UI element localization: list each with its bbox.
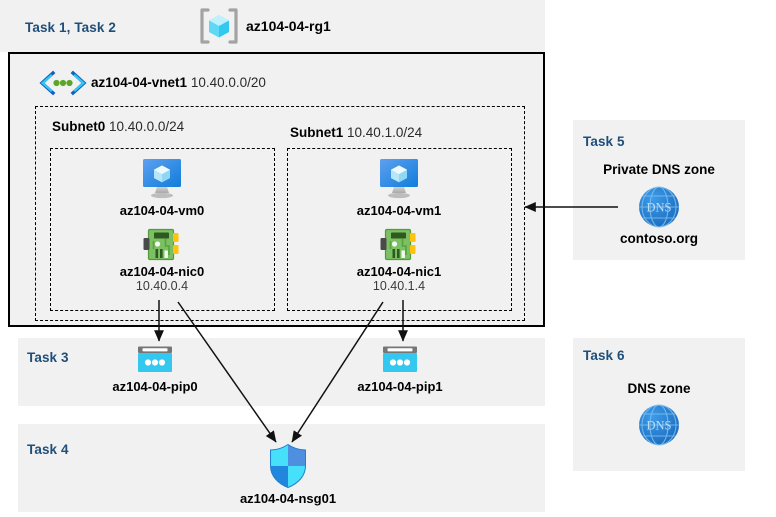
- nic1-name: az104-04-nic1: [356, 264, 442, 279]
- svg-text:DNS: DNS: [646, 201, 671, 215]
- subnet1-cidr: 10.40.1.0/24: [347, 125, 423, 140]
- subnets-group-box: [35, 106, 525, 321]
- virtual-machine-icon: [138, 157, 186, 201]
- network-interface-icon: [142, 228, 182, 262]
- public-ip-address-icon: [380, 344, 420, 377]
- node-private-dns-zone: DNS contoso.org: [573, 184, 745, 246]
- node-nic1: az104-04-nic1 10.40.1.4: [339, 228, 459, 294]
- node-dns-zone: DNS: [573, 402, 745, 448]
- task-label-6: Task 6: [583, 348, 625, 363]
- vnet-cidr: 10.40.0.0/20: [190, 75, 266, 90]
- node-nic0: az104-04-nic0 10.40.0.4: [102, 228, 222, 294]
- network-interface-icon: [379, 228, 419, 262]
- vnet-header: az104-04-vnet1 10.40.0.0/20: [91, 75, 266, 90]
- node-vm1: az104-04-vm1: [339, 157, 459, 218]
- node-pip1: az104-04-pip1: [338, 344, 462, 394]
- nic1-ip: 10.40.1.4: [372, 279, 426, 293]
- dns-zone-icon: DNS: [636, 184, 682, 230]
- task3-panel: [18, 338, 545, 406]
- virtual-network-icon: [38, 70, 88, 96]
- task-label-1-2: Task 1, Task 2: [25, 20, 116, 35]
- task5-heading: Private DNS zone: [603, 162, 715, 177]
- task6-heading: DNS zone: [627, 381, 691, 396]
- pip0-name: az104-04-pip0: [112, 379, 198, 394]
- subnet0-header: Subnet0 10.40.0.0/24: [52, 119, 184, 134]
- network-security-group-icon: [267, 443, 309, 489]
- dns-zone-icon: DNS: [636, 402, 682, 448]
- virtual-machine-icon: [375, 157, 423, 201]
- node-nsg: az104-04-nsg01: [216, 443, 360, 506]
- resource-group-name: az104-04-rg1: [246, 18, 331, 34]
- subnet1-name: Subnet1: [290, 125, 344, 140]
- resource-group-icon: [198, 7, 240, 45]
- subnet1-box: [287, 148, 512, 311]
- vnet-name: az104-04-vnet1: [91, 75, 188, 90]
- vm1-name: az104-04-vm1: [356, 203, 442, 218]
- task-label-5: Task 5: [583, 134, 625, 149]
- task-label-4: Task 4: [27, 442, 69, 457]
- task1-task2-panel: [0, 0, 545, 52]
- nic0-ip: 10.40.0.4: [135, 279, 189, 293]
- pip1-name: az104-04-pip1: [357, 379, 443, 394]
- node-pip0: az104-04-pip0: [93, 344, 217, 394]
- nic0-name: az104-04-nic0: [119, 264, 205, 279]
- subnet0-name: Subnet0: [52, 119, 106, 134]
- subnet0-cidr: 10.40.0.0/24: [109, 119, 185, 134]
- private-dns-zone-name: contoso.org: [620, 231, 698, 246]
- subnet1-header: Subnet1 10.40.1.0/24: [290, 125, 422, 140]
- task-label-3: Task 3: [27, 350, 69, 365]
- node-vm0: az104-04-vm0: [102, 157, 222, 218]
- svg-text:DNS: DNS: [646, 419, 671, 433]
- vm0-name: az104-04-vm0: [119, 203, 205, 218]
- nsg-name: az104-04-nsg01: [239, 491, 337, 506]
- subnet0-box: [50, 148, 275, 311]
- public-ip-address-icon: [135, 344, 175, 377]
